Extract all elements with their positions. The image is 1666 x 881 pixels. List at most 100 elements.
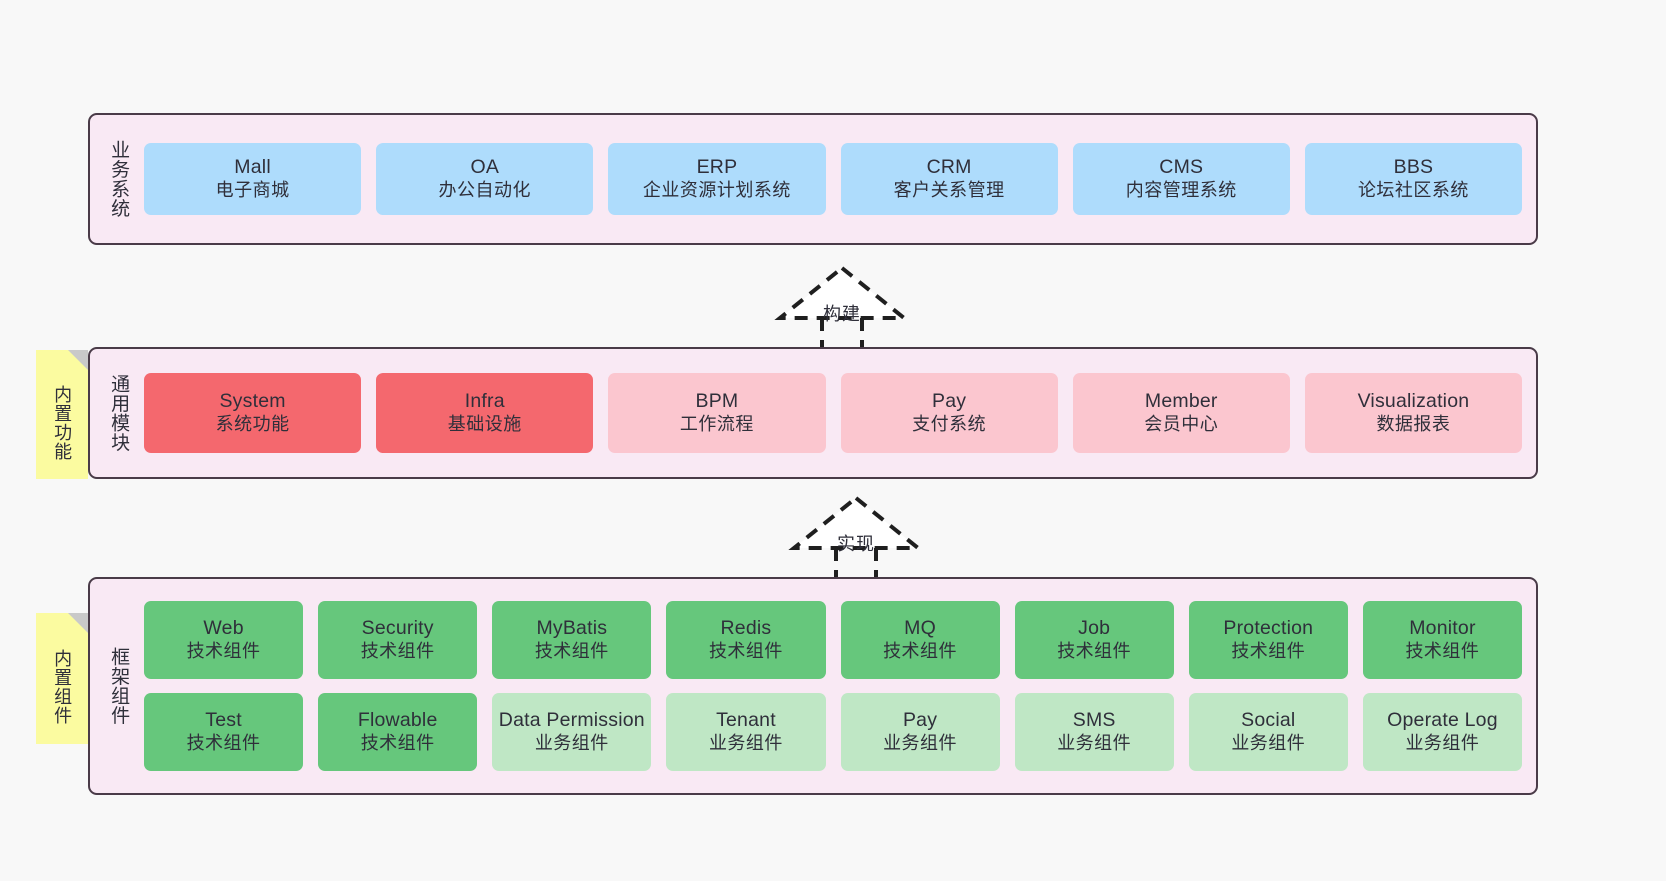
node-pay-module-en: Pay: [932, 390, 967, 413]
node-flowable-cn: 技术组件: [360, 732, 435, 753]
node-job-cn: 技术组件: [1057, 640, 1132, 661]
node-visualization-en: Visualization: [1357, 390, 1470, 413]
node-tenant[interactable]: Tenant 业务组件: [666, 693, 826, 771]
framework-tech-row: Web 技术组件 Security 技术组件 MyBatis 技术组件 Redi…: [144, 601, 1522, 679]
node-system[interactable]: System 系统功能: [144, 373, 362, 453]
node-member[interactable]: Member 会员中心: [1072, 373, 1290, 453]
layer-common-body: System 系统功能 Infra 基础设施 BPM 工作流程 Pay 支付系统…: [140, 349, 1536, 477]
node-flowable-en: Flowable: [357, 709, 438, 732]
node-oa[interactable]: OA 办公自动化: [376, 143, 594, 215]
node-sms-en: SMS: [1072, 709, 1116, 732]
node-protection-en: Protection: [1223, 617, 1314, 640]
node-web[interactable]: Web 技术组件: [144, 601, 304, 679]
node-cms-en: CMS: [1159, 156, 1204, 179]
node-redis-en: Redis: [720, 617, 772, 640]
layer-business-body: Mall 电子商城 OA 办公自动化 ERP 企业资源计划系统 CRM 客户关系…: [140, 115, 1536, 243]
node-pay-module-cn: 支付系统: [912, 413, 987, 434]
node-mybatis-cn: 技术组件: [534, 640, 609, 661]
node-bpm-en: BPM: [695, 390, 739, 413]
node-job[interactable]: Job 技术组件: [1014, 601, 1174, 679]
node-visualization[interactable]: Visualization 数据报表: [1304, 373, 1523, 453]
node-tenant-cn: 业务组件: [708, 732, 783, 753]
business-node-row: Mall 电子商城 OA 办公自动化 ERP 企业资源计划系统 CRM 客户关系…: [144, 143, 1523, 215]
arrow-build: 构建: [752, 262, 932, 358]
layer-framework-body: Web 技术组件 Security 技术组件 MyBatis 技术组件 Redi…: [140, 579, 1536, 793]
common-node-row: System 系统功能 Infra 基础设施 BPM 工作流程 Pay 支付系统…: [144, 373, 1523, 453]
layer-common-modules: 通用模块 System 系统功能 Infra 基础设施 BPM 工作流程 Pay: [88, 347, 1538, 479]
node-erp-en: ERP: [696, 156, 738, 179]
node-bpm-cn: 工作流程: [679, 413, 754, 434]
sticky-note-builtin-features: 内置功能: [36, 350, 88, 479]
layer-common-title: 通用模块: [108, 374, 130, 452]
node-social-en: Social: [1241, 709, 1296, 732]
node-flowable[interactable]: Flowable 技术组件: [318, 693, 478, 771]
node-mq[interactable]: MQ 技术组件: [840, 601, 1000, 679]
node-protection[interactable]: Protection 技术组件: [1188, 601, 1348, 679]
node-infra-en: Infra: [464, 390, 505, 413]
node-crm-cn: 客户关系管理: [893, 179, 1005, 200]
arrow-implement-label: 实现: [837, 534, 875, 554]
node-operate-log-cn: 业务组件: [1405, 732, 1480, 753]
node-tenant-en: Tenant: [716, 709, 776, 732]
node-social[interactable]: Social 业务组件: [1188, 693, 1348, 771]
node-social-cn: 业务组件: [1231, 732, 1306, 753]
node-web-en: Web: [203, 617, 244, 640]
node-test-en: Test: [205, 709, 242, 732]
node-infra-cn: 基础设施: [447, 413, 522, 434]
node-job-en: Job: [1078, 617, 1111, 640]
node-mall[interactable]: Mall 电子商城: [144, 143, 362, 215]
node-bbs[interactable]: BBS 论坛社区系统: [1304, 143, 1523, 215]
node-erp[interactable]: ERP 企业资源计划系统: [608, 143, 826, 215]
node-mall-cn: 电子商城: [215, 179, 290, 200]
node-operate-log[interactable]: Operate Log 业务组件: [1362, 693, 1522, 771]
node-crm[interactable]: CRM 客户关系管理: [840, 143, 1058, 215]
node-pay-component-cn: 业务组件: [883, 732, 958, 753]
node-mq-cn: 技术组件: [883, 640, 958, 661]
node-data-permission-cn: 业务组件: [534, 732, 609, 753]
node-security-cn: 技术组件: [360, 640, 435, 661]
node-system-en: System: [219, 390, 286, 413]
node-mq-en: MQ: [904, 617, 936, 640]
node-mybatis[interactable]: MyBatis 技术组件: [492, 601, 652, 679]
node-member-en: Member: [1144, 390, 1218, 413]
arrow-build-label: 构建: [823, 304, 861, 324]
node-security[interactable]: Security 技术组件: [318, 601, 478, 679]
node-pay-module[interactable]: Pay 支付系统: [840, 373, 1058, 453]
node-oa-en: OA: [470, 156, 500, 179]
arrow-implement: 实现: [766, 492, 946, 588]
node-member-cn: 会员中心: [1144, 413, 1219, 434]
sticky-note-builtin-components: 内置组件: [36, 613, 88, 744]
node-mall-en: Mall: [234, 156, 271, 179]
layer-framework-components: 框架组件 Web 技术组件 Security 技术组件 MyBatis 技术组件…: [88, 577, 1538, 795]
layer-business-title: 业务系统: [108, 140, 130, 218]
node-bbs-en: BBS: [1393, 156, 1434, 179]
node-infra[interactable]: Infra 基础设施: [376, 373, 594, 453]
node-redis[interactable]: Redis 技术组件: [666, 601, 826, 679]
node-test[interactable]: Test 技术组件: [144, 693, 304, 771]
layer-framework-title: 框架组件: [108, 647, 130, 725]
node-test-cn: 技术组件: [186, 732, 261, 753]
node-monitor-cn: 技术组件: [1405, 640, 1480, 661]
node-cms-cn: 内容管理系统: [1125, 179, 1237, 200]
node-web-cn: 技术组件: [186, 640, 261, 661]
layer-business-systems: 业务系统 Mall 电子商城 OA 办公自动化 ERP 企业资源计划系统 CRM: [88, 113, 1538, 245]
node-mybatis-en: MyBatis: [536, 617, 608, 640]
node-system-cn: 系统功能: [215, 413, 290, 434]
node-cms[interactable]: CMS 内容管理系统: [1072, 143, 1290, 215]
node-oa-cn: 办公自动化: [438, 179, 531, 200]
node-security-en: Security: [361, 617, 434, 640]
node-crm-en: CRM: [926, 156, 972, 179]
node-protection-cn: 技术组件: [1231, 640, 1306, 661]
node-bpm[interactable]: BPM 工作流程: [608, 373, 826, 453]
node-visualization-cn: 数据报表: [1376, 413, 1451, 434]
node-bbs-cn: 论坛社区系统: [1357, 179, 1469, 200]
node-redis-cn: 技术组件: [708, 640, 783, 661]
node-data-permission[interactable]: Data Permission 业务组件: [492, 693, 652, 771]
node-monitor[interactable]: Monitor 技术组件: [1362, 601, 1522, 679]
node-pay-component[interactable]: Pay 业务组件: [840, 693, 1000, 771]
node-sms-cn: 业务组件: [1057, 732, 1132, 753]
node-pay-component-en: Pay: [902, 709, 938, 732]
node-sms[interactable]: SMS 业务组件: [1014, 693, 1174, 771]
node-data-permission-en: Data Permission: [498, 709, 645, 732]
